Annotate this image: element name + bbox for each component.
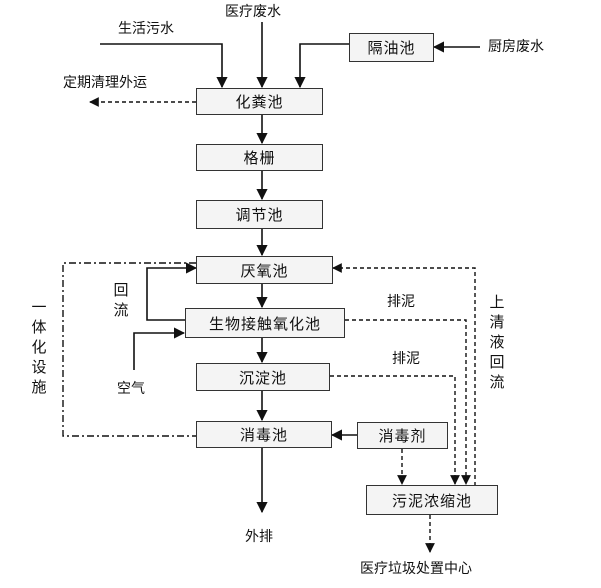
medical-waste-center-label: 医疗垃圾处置中心 [360,561,472,577]
regulating-tank-box: 调节池 [196,200,323,229]
domestic-sewage-label: 生活污水 [118,21,174,37]
sludge-discharge-1-arrow [345,319,471,485]
anaerobic-tank-box: 厌氧池 [196,256,333,284]
supernatant-reflux-label: 上清液回流 [489,293,505,391]
sludge-thickener-box: 污泥浓缩池 [366,485,498,515]
integrated-facility-bracket [62,262,196,437]
contact-oxidation-tank-box: 生物接触氧化池 [185,308,345,338]
sludge-discharge-1-label: 排泥 [387,294,415,310]
discharge-label: 外排 [245,529,273,545]
integrated-facility-label: 一体化设施 [31,298,47,396]
reflux-label: 回流 [113,281,129,319]
air-arrow [133,327,186,370]
oil-separator-arrow [294,43,349,89]
oil-separator-label: 隔油池 [367,39,416,57]
septic-tank-label: 化粪池 [235,93,284,111]
disinfection-tank-box: 消毒池 [196,421,332,448]
sedimentation-tank-label: 沉淀池 [238,368,287,387]
supernatant-reflux-arrow [333,268,498,501]
air-label: 空气 [117,381,145,397]
sludge-discharge-2-label: 排泥 [392,351,420,367]
grille-box: 格栅 [196,144,323,171]
disinfection-tank-label: 消毒池 [239,426,288,444]
anaerobic-tank-label: 厌氧池 [240,261,289,280]
periodic-cleaning-label: 定期清理外运 [63,75,147,91]
sludge-thickener-label: 污泥浓缩池 [391,491,472,510]
reflux-arrow [146,262,198,321]
regulating-tank-label: 调节池 [235,206,284,224]
oil-separator-box: 隔油池 [349,33,434,62]
contact-oxidation-tank-label: 生物接触氧化池 [208,314,321,333]
disinfectant-label: 消毒剂 [378,427,427,445]
disinfectant-box: 消毒剂 [357,422,448,449]
sedimentation-tank-box: 沉淀池 [196,363,330,391]
septic-tank-box: 化粪池 [196,88,323,115]
domestic-sewage-arrow [100,43,228,89]
kitchen-wastewater-label: 厨房废水 [488,39,544,55]
grille-label: 格栅 [243,149,276,167]
medical-wastewater-label: 医疗废水 [225,4,281,20]
sludge-discharge-2-arrow [330,375,460,485]
